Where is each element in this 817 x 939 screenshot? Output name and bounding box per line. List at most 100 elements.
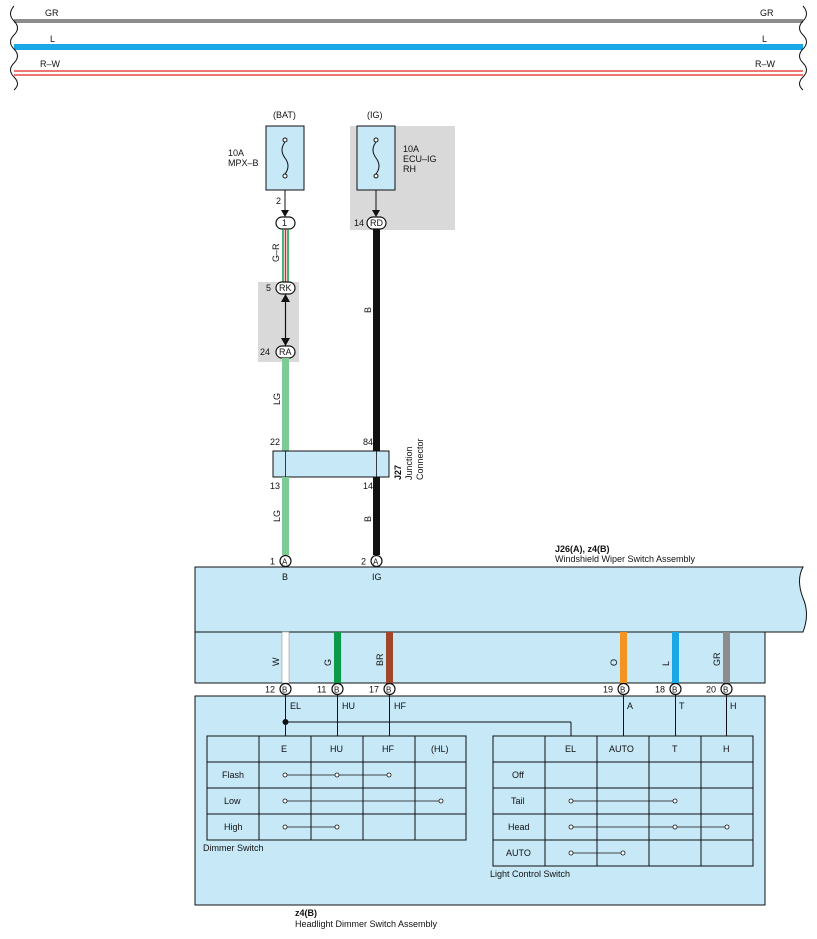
headlight-name: Headlight Dimmer Switch Assembly xyxy=(295,919,438,929)
wire-l xyxy=(672,632,679,683)
fuse-bat-pin: 2 xyxy=(276,196,281,206)
wire-lg-upper-label: LG xyxy=(272,393,282,405)
wiper-id: J26(A), z4(B) xyxy=(555,544,610,554)
b-connector-19: B 19 xyxy=(603,682,630,696)
dimmer-row-flash: Flash xyxy=(222,770,244,780)
dimmer-col-e: E xyxy=(281,744,287,754)
wire-g-r xyxy=(282,229,289,282)
bus-gr: GR GR xyxy=(14,8,803,23)
dimmer-row-high: High xyxy=(224,822,243,832)
light-control-title: Light Control Switch xyxy=(490,869,570,879)
junction-id: J27 xyxy=(393,465,403,480)
bus-l-label-left: L xyxy=(50,34,55,44)
svg-text:11: 11 xyxy=(317,685,326,695)
junction-connector xyxy=(272,450,390,478)
dimmer-col-hl: (HL) xyxy=(431,744,449,754)
light-row-head: Head xyxy=(508,822,530,832)
fuse-ig-name2: RH xyxy=(403,164,416,174)
connector-rd-label: RD xyxy=(370,218,383,228)
wire-o xyxy=(620,632,627,683)
light-col-h: H xyxy=(723,744,730,754)
svg-text:18: 18 xyxy=(655,685,665,695)
fuse-bat-icon xyxy=(281,137,289,179)
b-connector-20: B 20 xyxy=(706,682,733,696)
fuse-ig-icon xyxy=(372,137,380,179)
wiper-assembly-panel xyxy=(194,566,807,633)
light-col-t: T xyxy=(672,744,678,754)
wire-g-label: G xyxy=(323,659,333,666)
headlight-id: z4(B) xyxy=(295,908,317,918)
wire-gr-label: GR xyxy=(712,652,722,666)
wiper-pin1-conn: A xyxy=(282,558,288,567)
light-control-table: EL AUTO T H Off Tail Head AUTO xyxy=(492,735,754,867)
bus-rw-label-right: R–W xyxy=(755,59,776,69)
b-connector-17: B 17 xyxy=(369,682,396,696)
bus-rw-label-left: R–W xyxy=(40,59,61,69)
wiper-term-ig: IG xyxy=(372,572,382,582)
svg-text:20: 20 xyxy=(706,685,716,695)
term-hu: HU xyxy=(342,701,355,711)
svg-text:B: B xyxy=(386,686,391,695)
wiper-lower-strip xyxy=(194,631,766,684)
bus-break-left xyxy=(10,5,18,91)
b-connector-11: B 11 xyxy=(317,682,344,696)
wire-b-lower-label: B xyxy=(363,516,373,522)
dimmer-row-low: Low xyxy=(224,796,241,806)
junction-pin-top-left: 22 xyxy=(270,437,280,447)
fuse-bat-source: (BAT) xyxy=(273,110,296,120)
dimmer-switch-title: Dimmer Switch xyxy=(203,843,264,853)
junction-pin-bottom-left: 13 xyxy=(270,481,280,491)
svg-text:B: B xyxy=(620,686,625,695)
light-row-off: Off xyxy=(512,770,524,780)
connector-1-label: 1 xyxy=(282,218,287,228)
term-hf: HF xyxy=(394,701,406,711)
connector-rd-pin: 14 xyxy=(354,218,364,228)
wiper-pin2-conn: A xyxy=(373,558,379,567)
svg-text:B: B xyxy=(282,686,287,695)
fuse-ig-name1: ECU–IG xyxy=(403,154,437,164)
svg-text:19: 19 xyxy=(603,685,613,695)
svg-text:12: 12 xyxy=(265,685,275,695)
wire-g xyxy=(334,632,341,683)
svg-text:B: B xyxy=(334,686,339,695)
fuse-bat-rating: 10A xyxy=(228,148,244,158)
wire-o-label: O xyxy=(609,659,619,666)
term-el: EL xyxy=(290,701,301,711)
connector-ra-pin: 24 xyxy=(260,347,270,357)
wiper-pin1-num: 1 xyxy=(270,557,275,567)
dimmer-col-hf: HF xyxy=(382,744,394,754)
wiper-pin2-num: 2 xyxy=(361,557,366,567)
term-t: T xyxy=(679,701,685,711)
arrow-down-icon xyxy=(372,210,380,217)
svg-text:B: B xyxy=(672,686,677,695)
wiper-term-b: B xyxy=(282,572,288,582)
connector-rk-pin: 5 xyxy=(266,283,271,293)
light-row-auto: AUTO xyxy=(506,848,531,858)
arrow-down-icon xyxy=(281,210,289,217)
svg-text:17: 17 xyxy=(369,685,379,695)
light-row-tail: Tail xyxy=(511,796,525,806)
junction-pin-bottom-right: 14 xyxy=(363,481,373,491)
wire-br xyxy=(386,632,393,683)
wire-gr xyxy=(723,632,730,683)
connector-rk-label: RK xyxy=(279,283,292,293)
wire-g-r-label: G–R xyxy=(271,243,281,262)
light-col-el: EL xyxy=(565,744,576,754)
junction-name2: Connector xyxy=(415,438,425,480)
bus-rw: R–W R–W xyxy=(14,59,803,76)
bus-gr-label-left: GR xyxy=(45,8,59,18)
junction-name1: Junction xyxy=(404,446,414,480)
wire-w-label: W xyxy=(271,657,281,666)
wire-br-label: BR xyxy=(375,653,385,666)
wire-w xyxy=(281,631,290,684)
dimmer-switch-table: E HU HF (HL) Flash Low High xyxy=(206,735,467,841)
term-h: H xyxy=(730,701,737,711)
bus-l-label-right: L xyxy=(762,34,767,44)
arrow-down-icon xyxy=(281,338,290,346)
arrow-up-icon xyxy=(281,294,290,302)
internal-lines xyxy=(282,695,727,736)
wiper-name: Windshield Wiper Switch Assembly xyxy=(555,554,696,564)
bus-gr-label-right: GR xyxy=(760,8,774,18)
b-connector-12: B 12 xyxy=(265,682,292,696)
